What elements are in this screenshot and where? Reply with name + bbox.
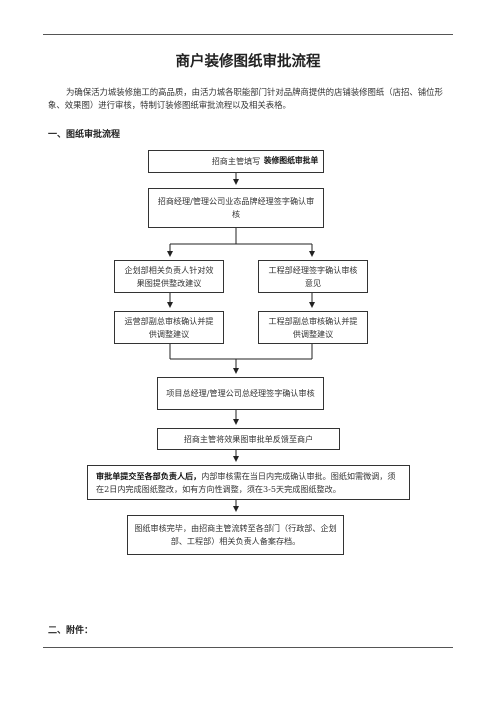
form-name-stamp: 装修图纸审批单 bbox=[263, 156, 319, 165]
flow-step-7: 审批单提交至各部负责人后，内部审核需在当日内完成确认审批。图纸如需微调，须在2日… bbox=[87, 465, 410, 500]
footer-rule bbox=[43, 647, 453, 648]
flow-step-7-text: 审批单提交至各部负责人后，内部审核需在当日内完成确认审批。图纸如需微调，须在2日… bbox=[96, 470, 403, 496]
flow-step-7-bold: 审批单提交至各部负责人后， bbox=[96, 470, 202, 481]
page-title: 商户装修图纸审批流程 bbox=[175, 54, 321, 70]
header-rule bbox=[43, 34, 453, 35]
flow-step-7-rest: 内部审核需在当日内完成确认审批。图纸如需微调，须在2日内完成图纸整改，如有方向性… bbox=[96, 470, 396, 494]
flow-step-8: 图纸审核完毕，由招商主管流转至各部门（行政部、企划部、工程部）相关负责人备案存档… bbox=[127, 515, 344, 555]
flow-step-1-label: 招商主管填写 bbox=[211, 156, 261, 166]
flow-step-4-right: 工程部副总审核确认并提供调整建议 bbox=[258, 311, 368, 344]
intro-paragraph: 为确保活力城装修施工的高品质，由活力城各职能部门针对品牌商提供的店铺装修图纸（店… bbox=[48, 87, 443, 110]
flow-step-4-left: 运营部副总审核确认并提供调整建议 bbox=[114, 311, 224, 344]
flow-step-1: 招商主管填写 装修图纸审批单 bbox=[148, 150, 324, 173]
section-heading-attachments: 二、附件： bbox=[48, 626, 94, 636]
flow-step-3-left: 企划部相关负责人针对效果图提供整改建议 bbox=[114, 260, 224, 293]
flow-step-6: 招商主管将效果图审批单反馈至商户 bbox=[157, 428, 340, 450]
step1-text-wrap: 招商主管填写 装修图纸审批单 bbox=[211, 155, 319, 168]
section-heading-flow: 一、图纸审批流程 bbox=[48, 130, 121, 140]
flow-step-5: 项目总经理/管理公司总经理签字确认审核 bbox=[157, 377, 324, 410]
flow-step-2: 招商经理/管理公司业态品牌经理签字确认审核 bbox=[148, 188, 324, 228]
flow-step-3-right: 工程部经理签字确认审核意见 bbox=[258, 260, 368, 293]
